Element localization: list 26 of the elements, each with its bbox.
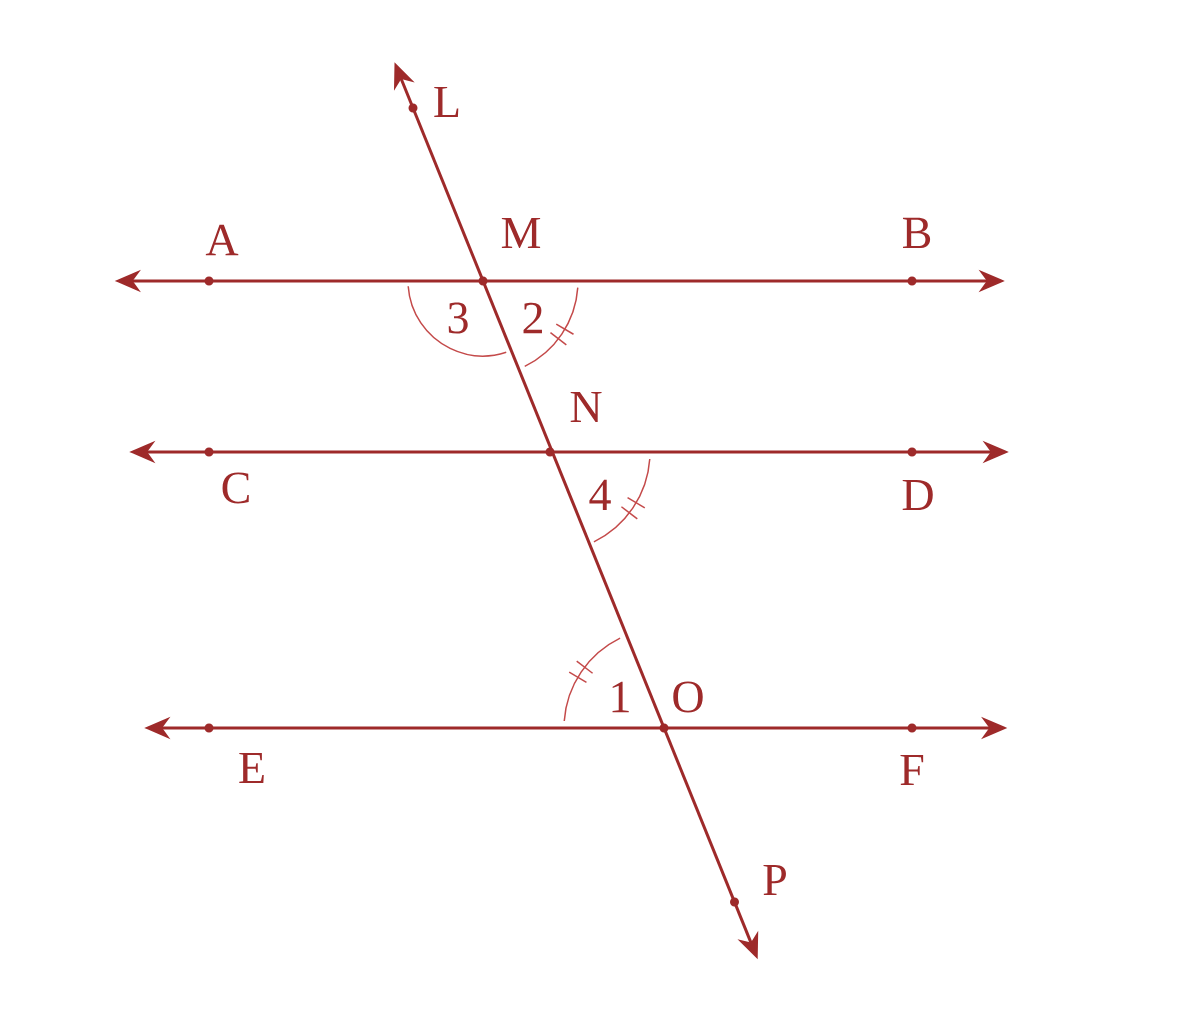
angle-number: 3 bbox=[448, 302, 468, 334]
labelled-point: L bbox=[408, 86, 459, 118]
node-label: L bbox=[434, 86, 459, 118]
labelled-point: P bbox=[730, 864, 786, 907]
labelled-point: F bbox=[900, 723, 924, 786]
node-label: O bbox=[673, 681, 703, 713]
node-label: C bbox=[222, 472, 249, 504]
labelled-point: D bbox=[902, 447, 933, 511]
labelled-point: A bbox=[204, 224, 239, 286]
node-label: B bbox=[902, 217, 931, 249]
node-label: M bbox=[501, 217, 541, 249]
node-label: P bbox=[763, 864, 786, 896]
labelled-point: O bbox=[659, 681, 703, 733]
angle-number: 4 bbox=[589, 479, 611, 511]
labelled-point: N bbox=[545, 391, 602, 457]
angle-number: 1 bbox=[612, 681, 629, 713]
labelled-point: C bbox=[204, 447, 249, 504]
node-label: N bbox=[570, 391, 602, 423]
node-label: E bbox=[239, 752, 264, 784]
angle-number: 2 bbox=[523, 302, 542, 334]
node-label: D bbox=[902, 479, 933, 511]
labelled-point: B bbox=[903, 217, 931, 286]
node-label: A bbox=[205, 224, 239, 256]
labelled-point: M bbox=[478, 217, 541, 286]
labelled-point: E bbox=[204, 723, 264, 784]
node-label: F bbox=[900, 754, 924, 786]
